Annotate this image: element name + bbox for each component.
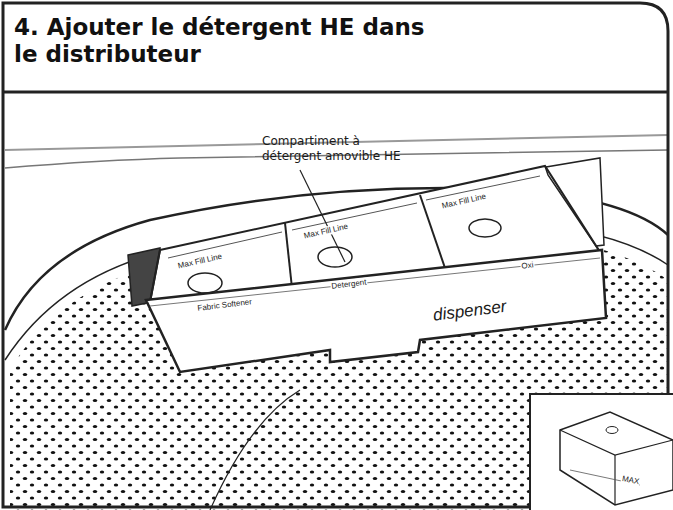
callout-label: Compartiment à détergent amovible HE (262, 134, 412, 164)
compartment-label: Oxi (520, 260, 535, 271)
step-title: 4. Ajouter le détergent HE dans le distr… (14, 14, 434, 68)
